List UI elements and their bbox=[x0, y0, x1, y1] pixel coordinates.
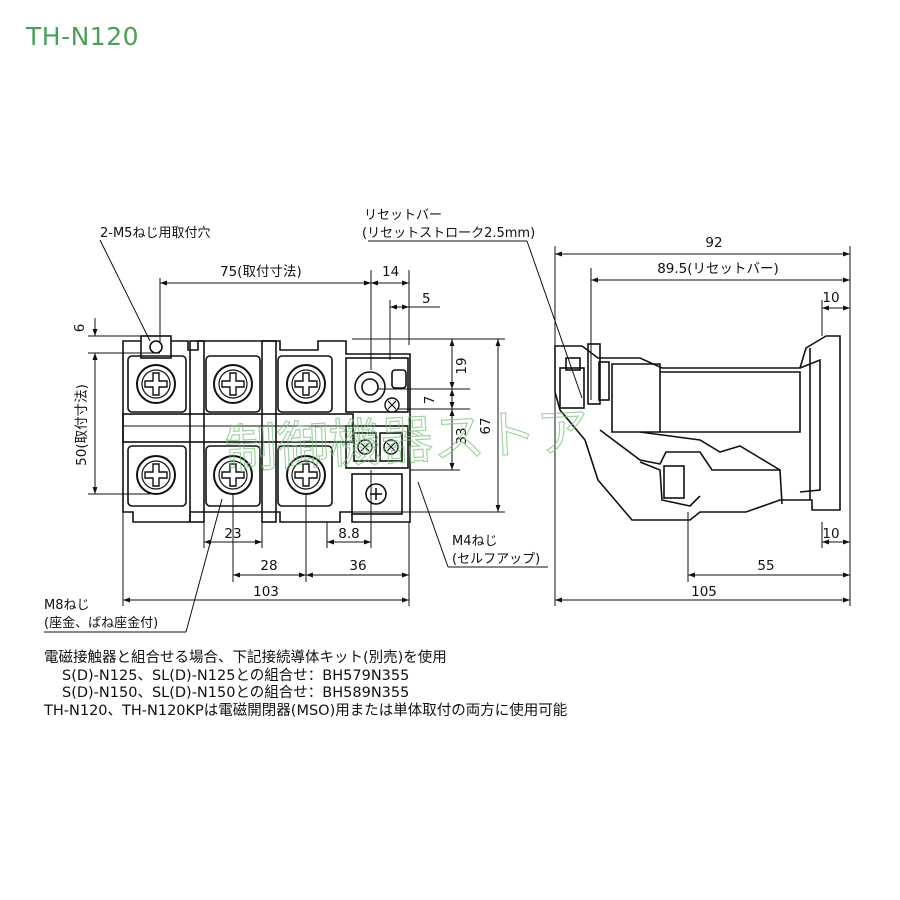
dim-10-top: 10 bbox=[822, 290, 839, 306]
note-line-4: TH-N120、TH-N120KPは電磁開閉器(MSO)用または単体取付の両方に… bbox=[44, 702, 568, 719]
dim-50: 50(取付寸法) bbox=[74, 384, 90, 466]
dim-7: 7 bbox=[422, 396, 438, 405]
dim-67: 67 bbox=[478, 417, 494, 434]
note-line-3: S(D)-N150、SL(D)-N150との組合せ：BH589N355 bbox=[62, 685, 410, 701]
note-line-2: S(D)-N125、SL(D)-N125との組合せ：BH579N355 bbox=[62, 667, 410, 684]
dim-8-8: 8.8 bbox=[338, 526, 359, 542]
dim-105: 105 bbox=[691, 584, 717, 600]
dim-23: 23 bbox=[224, 526, 241, 542]
dim-55: 55 bbox=[757, 558, 774, 574]
dim-75: 75(取付寸法) bbox=[220, 264, 302, 280]
dim-10-bottom: 10 bbox=[822, 526, 839, 542]
dim-89-5: 89.5(リセットバー) bbox=[657, 261, 779, 277]
dim-103: 103 bbox=[253, 584, 279, 600]
side-dimension-lines bbox=[554, 246, 851, 606]
m8-washer-label: (座金、ばね座金付) bbox=[44, 615, 158, 631]
dim-36: 36 bbox=[349, 558, 366, 574]
dim-28: 28 bbox=[260, 558, 277, 574]
note-line-1: 電磁接触器と組合せる場合、下記接続導体キット(別売)を使用 bbox=[44, 650, 447, 666]
page-title: TH-N120 bbox=[26, 22, 140, 51]
dim-19: 19 bbox=[454, 357, 470, 374]
front-dimension-lines bbox=[44, 239, 583, 633]
reset-bar-label: リセットバー bbox=[364, 208, 442, 223]
dim-92: 92 bbox=[705, 235, 722, 251]
m4-selfup-label: (セルフアップ) bbox=[452, 552, 540, 567]
dim-6: 6 bbox=[72, 324, 88, 333]
mount-hole-label: 2-M5ねじ用取付穴 bbox=[100, 226, 210, 241]
m4-screw-label: M4ねじ bbox=[452, 534, 498, 549]
dim-5: 5 bbox=[422, 291, 431, 307]
dim-33: 33 bbox=[454, 427, 470, 444]
m8-screw-label: M8ねじ bbox=[44, 598, 90, 613]
side-view bbox=[554, 335, 841, 521]
reset-stroke-label: (リセットストローク2.5mm) bbox=[362, 226, 535, 241]
notes-block: 電磁接触器と組合せる場合、下記接続導体キット(別売)を使用 S(D)-N125、… bbox=[44, 650, 567, 720]
dim-14: 14 bbox=[382, 264, 399, 280]
